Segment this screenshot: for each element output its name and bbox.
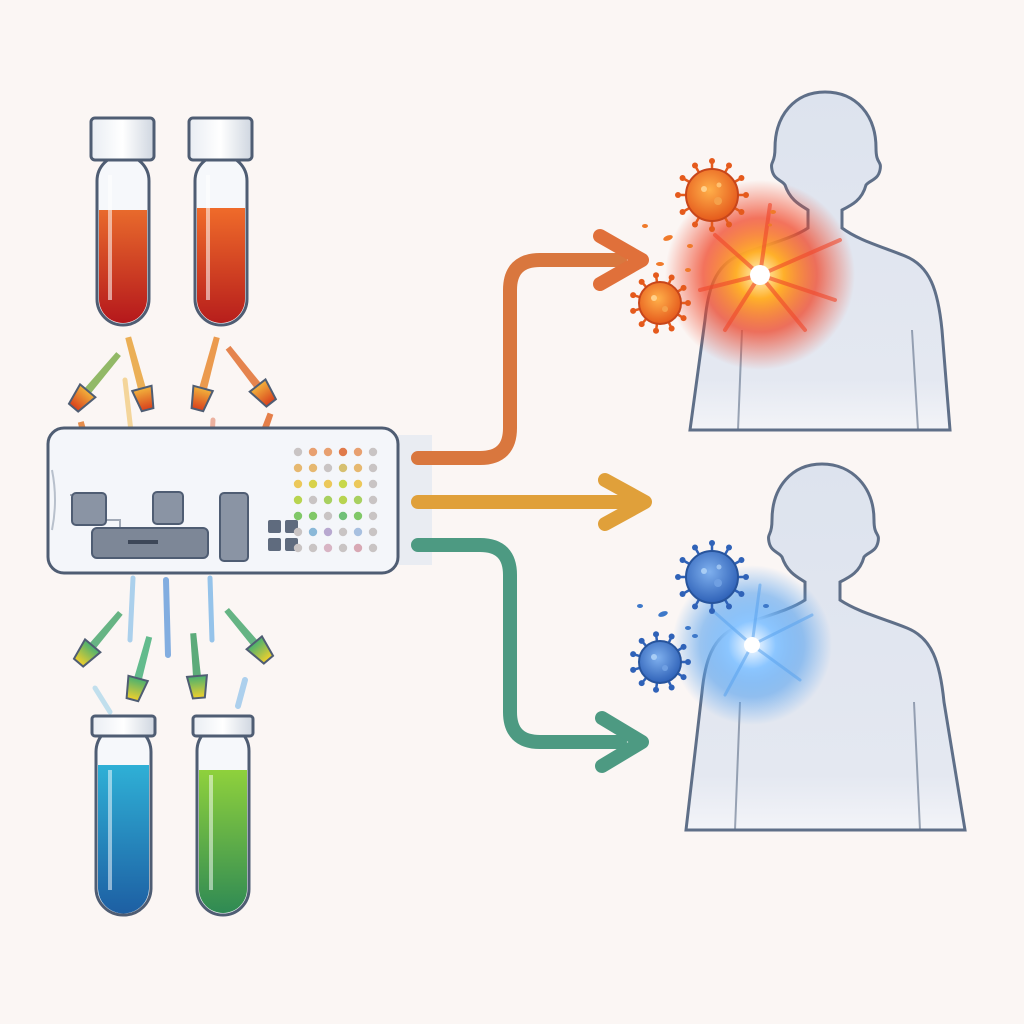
analyzer-device-icon (46, 426, 432, 575)
device-slot (71, 492, 107, 526)
indicator-dot (353, 511, 363, 521)
indicator-dot (293, 447, 303, 457)
pipette-icon (225, 345, 278, 408)
indicator-dot (293, 463, 303, 473)
pipette-icon (67, 352, 121, 413)
indicator-dot (338, 463, 348, 473)
pathogen-icon (630, 631, 691, 693)
indicator-dot (353, 447, 363, 457)
pipette-icon (190, 336, 220, 413)
indicator-dot (308, 479, 318, 489)
indicator-dot (308, 511, 318, 521)
indicator-dot (353, 543, 363, 553)
indicator-dot (368, 511, 378, 521)
pathogen-icon (675, 158, 749, 232)
indicator-dot (323, 479, 333, 489)
indicator-dot (338, 447, 348, 457)
pipette-icon (125, 636, 153, 703)
pipette-group-lower (72, 575, 275, 715)
indicator-dot (308, 495, 318, 505)
indicator-dot (368, 463, 378, 473)
pathogen-particles (637, 604, 769, 638)
pipette-icon (224, 607, 275, 665)
indicator-dot (353, 495, 363, 505)
indicator-dot (323, 463, 333, 473)
indicator-dot (368, 479, 378, 489)
indicator-dot (353, 463, 363, 473)
indicator-dot (368, 447, 378, 457)
indicator-dot (368, 543, 378, 553)
pipette-icon (125, 336, 155, 413)
indicator-dot (293, 527, 303, 537)
sample-tube-red-1 (89, 116, 156, 327)
pathogen-icon (675, 540, 749, 614)
indicator-dot (338, 479, 348, 489)
indicator-dot (353, 527, 363, 537)
sample-tube-red-2 (187, 116, 254, 327)
indicator-dot (323, 495, 333, 505)
indicator-dot (368, 495, 378, 505)
indicator-dot (308, 463, 318, 473)
indicator-dot (353, 479, 363, 489)
indicator-dot (293, 543, 303, 553)
indicator-dot (323, 511, 333, 521)
pathogen-particles (642, 210, 776, 272)
pathogen-icon (630, 272, 691, 334)
indicator-dot (308, 447, 318, 457)
indicator-dot (293, 495, 303, 505)
arrow-icon (411, 473, 652, 531)
indicator-dot (338, 495, 348, 505)
pipette-icon (72, 610, 123, 668)
pipette-icon (185, 632, 209, 700)
device-indicator-grid (293, 447, 378, 553)
indicator-dot (368, 527, 378, 537)
indicator-dot (323, 527, 333, 537)
indicator-dot (323, 543, 333, 553)
sample-tube-green (191, 714, 255, 917)
indicator-dot (308, 527, 318, 537)
indicator-dot (323, 447, 333, 457)
arrow-icon (411, 229, 649, 465)
indicator-dot (338, 511, 348, 521)
indicator-dot (293, 479, 303, 489)
device-slot (219, 492, 249, 562)
sample-tube-blue (90, 714, 157, 917)
indicator-dot (308, 543, 318, 553)
device-slot (152, 491, 184, 525)
arrow-icon (411, 538, 649, 773)
indicator-dot (338, 543, 348, 553)
indicator-dot (338, 527, 348, 537)
indicator-dot (293, 511, 303, 521)
